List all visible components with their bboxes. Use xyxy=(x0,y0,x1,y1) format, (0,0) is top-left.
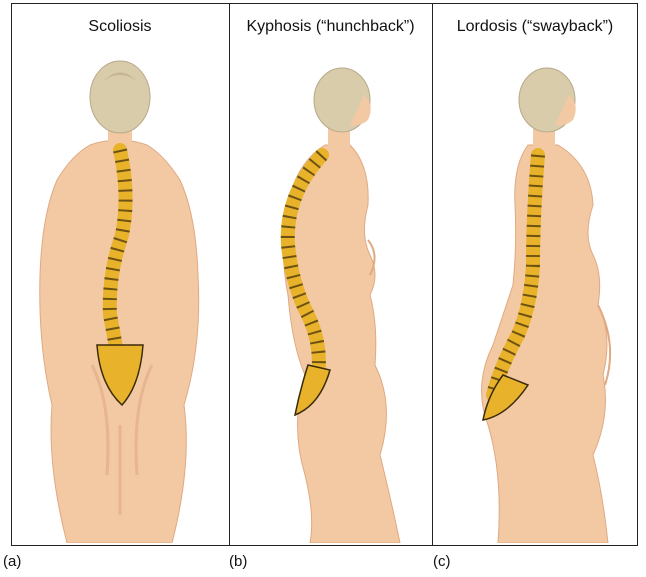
scoliosis-figure xyxy=(12,45,228,543)
panel-title-scoliosis: Scoliosis xyxy=(11,18,229,36)
kyphosis-figure xyxy=(230,45,431,543)
back-view-head xyxy=(90,61,150,133)
kyphosis-body xyxy=(283,145,400,543)
lordosis-figure xyxy=(433,45,637,543)
panel-letter-b: (b) xyxy=(229,553,247,570)
panel-title-kyphosis: Kyphosis (“hunchback”) xyxy=(229,18,432,36)
lordosis-body xyxy=(482,145,608,543)
panel-title-lordosis: Lordosis (“swayback”) xyxy=(432,18,638,36)
panel-letter-a: (a) xyxy=(3,553,21,570)
panel-letter-c: (c) xyxy=(433,553,451,570)
